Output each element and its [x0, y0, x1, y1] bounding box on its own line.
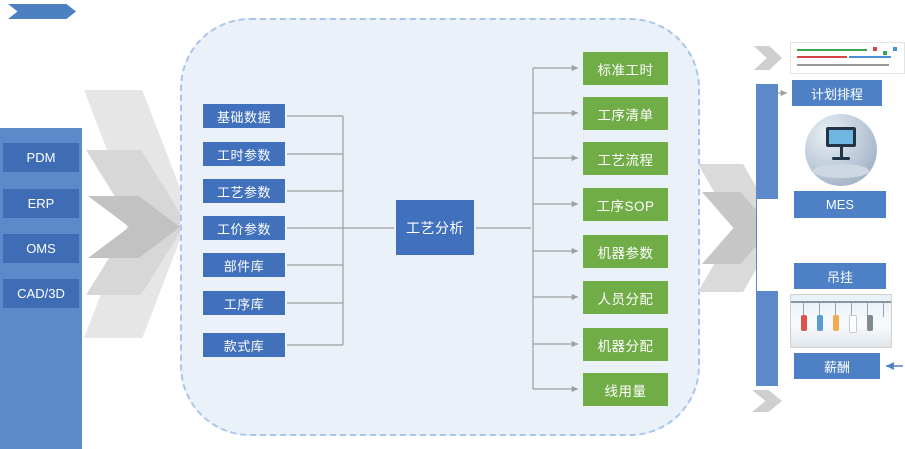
output-box: 人员分配 — [583, 281, 668, 314]
factory-monitor-photo — [805, 114, 877, 186]
right-rail-item-payroll: 薪酬 — [794, 353, 880, 379]
output-box: 工艺流程 — [583, 142, 668, 175]
left-rail-item-cad3d: CAD/3D — [3, 279, 79, 308]
input-box: 工价参数 — [203, 216, 285, 240]
output-box: 工序SOP — [583, 188, 668, 221]
left-rail-item-oms: OMS — [3, 234, 79, 263]
input-box: 工时参数 — [203, 142, 285, 166]
input-box: 部件库 — [203, 253, 285, 277]
output-box: 工序清单 — [583, 97, 668, 130]
right-rail-item-planning: 计划排程 — [792, 80, 882, 106]
ribbon-arrow-icon — [8, 4, 76, 19]
left-rail-item-erp: ERP — [3, 189, 79, 218]
left-rail-item-pdm: PDM — [3, 143, 79, 172]
input-box: 基础数据 — [203, 104, 285, 128]
line-layout-schematic — [790, 42, 905, 74]
chevron-right-icon — [752, 390, 782, 412]
output-box: 线用量 — [583, 373, 668, 406]
output-box: 机器参数 — [583, 235, 668, 268]
hanging-line-photo — [790, 294, 892, 348]
input-box: 工艺参数 — [203, 179, 285, 203]
input-box: 工序库 — [203, 291, 285, 315]
output-box: 机器分配 — [583, 328, 668, 361]
right-rail-item-mes: MES — [794, 191, 886, 218]
output-box: 标准工时 — [583, 52, 668, 85]
input-box: 款式库 — [203, 333, 285, 357]
process-box: 工艺分析 — [396, 200, 474, 255]
right-rail-item-hanging: 吊挂 — [794, 263, 886, 289]
